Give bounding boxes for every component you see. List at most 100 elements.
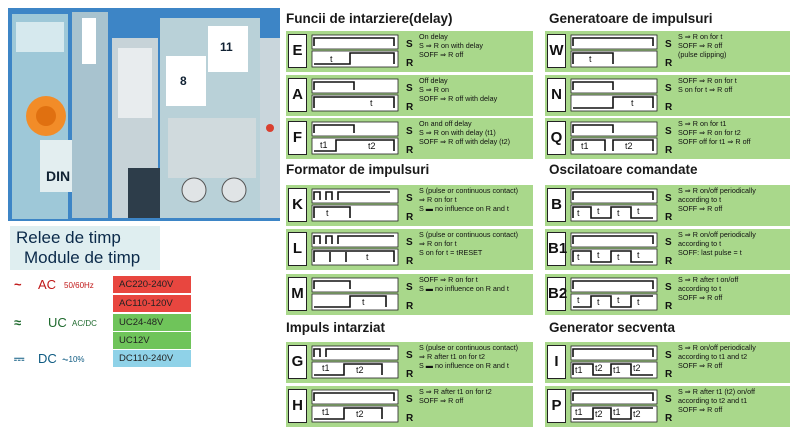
ac-sub: 50/60Hz: [64, 281, 94, 290]
time-label: t: [370, 98, 373, 108]
signal-s-label: S: [406, 282, 413, 293]
dial-label-11: 11: [220, 40, 233, 54]
signal-r-waveform: [572, 206, 653, 219]
signal-s-waveform: [572, 392, 654, 401]
time-label: t1: [613, 365, 621, 375]
timing-diagram: tSR: [311, 78, 414, 113]
time-label: t: [330, 54, 333, 64]
signal-s-waveform: [313, 37, 395, 46]
function-description: S ⇒ R on/off periodically according to t…: [678, 343, 756, 370]
signal-r-label: R: [665, 413, 673, 424]
signal-s-waveform: [572, 235, 654, 244]
signal-r-label: R: [406, 145, 414, 156]
din-label: DIN: [46, 168, 71, 184]
signal-s-box: [570, 345, 658, 361]
signal-s-waveform: [572, 280, 654, 289]
signal-s-waveform: [572, 191, 654, 200]
function-letter: L: [288, 232, 307, 266]
function-letter: N: [547, 78, 566, 112]
signal-r-box: [311, 248, 399, 266]
signal-r-waveform: [314, 407, 383, 420]
signal-s-label: S: [406, 193, 413, 204]
signal-r-box: [311, 293, 399, 311]
signal-r-label: R: [406, 301, 414, 312]
function-description: SOFF ⇒ R on for t S on for t ⇒ R off: [678, 76, 737, 94]
function-description: S (pulse or continuous contact) ⇒ R on f…: [419, 186, 519, 213]
product-photo: DIN 11 8: [8, 8, 280, 221]
signal-s-label: S: [406, 126, 413, 137]
time-label: t1: [575, 365, 583, 375]
signal-r-box: [570, 94, 658, 112]
time-label: t2: [625, 141, 633, 151]
signal-r-box: [311, 137, 399, 155]
timing-diagram: tSR: [311, 188, 414, 223]
time-label: t1: [575, 407, 583, 417]
time-label: t: [637, 206, 640, 216]
signal-s-box: [311, 345, 399, 361]
signal-r-waveform: [314, 52, 395, 65]
function-letter: I: [547, 345, 566, 379]
signal-r-box: [570, 248, 658, 266]
signal-r-label: R: [665, 145, 673, 156]
timing-diagram: tSR: [570, 34, 673, 69]
section-sequence: Generator secventa: [549, 320, 676, 335]
time-label: t: [366, 252, 369, 262]
section-delayed-pulse: Impuls intarziat: [286, 320, 386, 335]
supply-ac-range-2: AC110-120V: [113, 295, 191, 312]
time-label: t2: [356, 365, 364, 375]
uc-wave-icon: ≈: [14, 315, 22, 330]
signal-s-waveform: [313, 124, 355, 133]
time-label: t2: [595, 409, 603, 419]
signal-r-waveform: [573, 96, 654, 109]
signal-r-waveform: [313, 206, 351, 218]
signal-s-label: S: [665, 193, 672, 204]
signal-r-box: [570, 204, 658, 222]
dc-label: DC: [38, 351, 57, 366]
signal-r-label: R: [406, 58, 414, 69]
signal-s-box: [570, 78, 658, 94]
timing-diagram: t SR: [311, 34, 414, 69]
signal-s-label: S: [406, 394, 413, 405]
signal-r-box: [311, 94, 399, 112]
function-letter: P: [547, 389, 566, 423]
supply-ac-row: ~ AC 50/60Hz: [12, 276, 110, 293]
signal-r-waveform: [572, 363, 653, 376]
time-label: t: [589, 54, 592, 64]
signal-s-waveform: [572, 81, 614, 90]
timing-diagram: tSR: [311, 232, 414, 267]
section-delay: Funcii de intarziere(delay): [286, 11, 453, 26]
signal-r-waveform: [314, 363, 383, 376]
signal-s-box: [311, 188, 399, 204]
supply-dc-range-1: DC110-240V: [113, 350, 191, 367]
signal-s-box: [570, 34, 658, 50]
signal-s-label: S: [406, 39, 413, 50]
signal-r-waveform: [572, 52, 614, 64]
function-letter: B2: [547, 277, 567, 311]
signal-s-waveform: [572, 37, 654, 46]
signal-s-box: [311, 34, 399, 50]
function-letter: F: [288, 121, 307, 155]
time-label: t: [577, 208, 580, 218]
signal-s-label: S: [406, 237, 413, 248]
signal-r-label: R: [665, 212, 673, 223]
signal-r-label: R: [406, 212, 414, 223]
function-letter: B1: [547, 232, 567, 266]
signal-r-waveform: [314, 295, 387, 308]
signal-s-box: [311, 277, 399, 293]
supply-dc-row: ⎓ DC ⏦10%: [12, 350, 110, 367]
function-letter: E: [288, 34, 307, 68]
time-label: t2: [633, 363, 641, 373]
time-label: t2: [595, 363, 603, 373]
dial-label-8: 8: [180, 74, 187, 88]
ac-wave-icon: ~: [14, 277, 22, 292]
time-label: t1: [320, 140, 328, 150]
